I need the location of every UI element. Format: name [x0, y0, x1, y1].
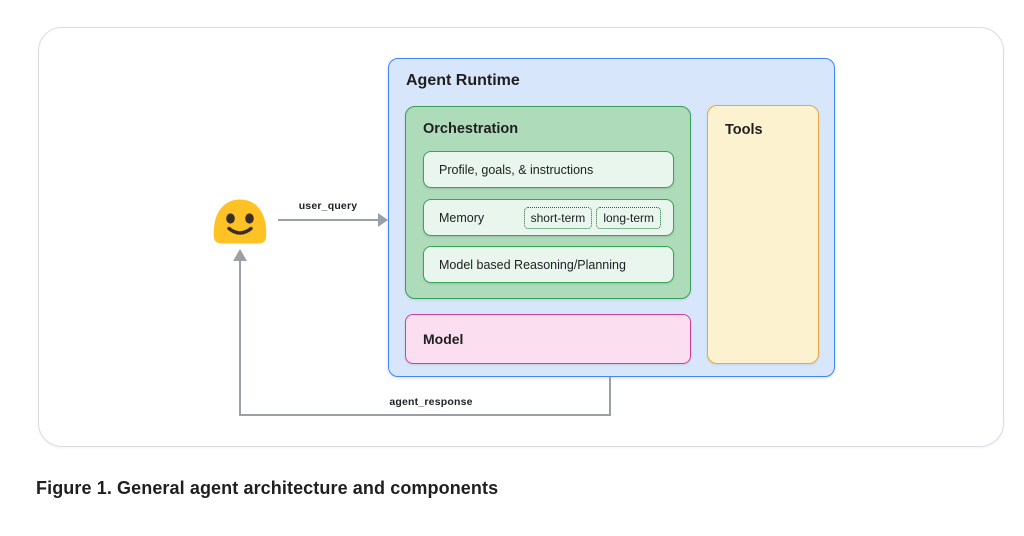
profile-goals-instructions-box: Profile, goals, & instructions: [423, 151, 674, 188]
figure-caption: Figure 1. General agent architecture and…: [36, 478, 499, 498]
model-label: Model: [423, 331, 464, 347]
agent-runtime-title: Agent Runtime: [406, 72, 520, 89]
long-term-chip: long-term: [596, 206, 661, 229]
profile-goals-instructions-label: Profile, goals, & instructions: [439, 162, 594, 177]
agent-response-label: agent_response: [389, 396, 473, 408]
model-based-reasoning-planning-label: Model based Reasoning/Planning: [439, 257, 626, 272]
short-term-chip: short-term: [523, 206, 593, 229]
memory-label: Memory: [439, 210, 485, 225]
smiley-blob-icon: [213, 199, 267, 244]
tools-label: Tools: [725, 122, 763, 138]
agent-response-line-up: [239, 261, 241, 415]
user-emoji-icon: [210, 197, 270, 245]
orchestration-box: Orchestration Profile, goals, & instruct…: [405, 106, 691, 299]
user-query-arrowhead-icon: [378, 213, 388, 227]
tools-box: Tools: [707, 105, 819, 364]
memory-chips: short-term long-term: [523, 206, 661, 229]
model-based-reasoning-planning-box: Model based Reasoning/Planning: [423, 246, 674, 283]
agent-response-line-horizontal: [239, 414, 611, 416]
memory-box: Memory short-term long-term: [423, 199, 674, 236]
agent-response-arrowhead-icon: [233, 249, 247, 261]
agent-runtime-box: Agent Runtime Orchestration Profile, goa…: [388, 58, 835, 377]
orchestration-title: Orchestration: [423, 121, 519, 137]
model-box: Model: [405, 314, 691, 364]
user-query-arrow-line: [278, 219, 379, 221]
user-query-label: user_query: [298, 200, 358, 212]
agent-response-line-down: [609, 377, 611, 415]
